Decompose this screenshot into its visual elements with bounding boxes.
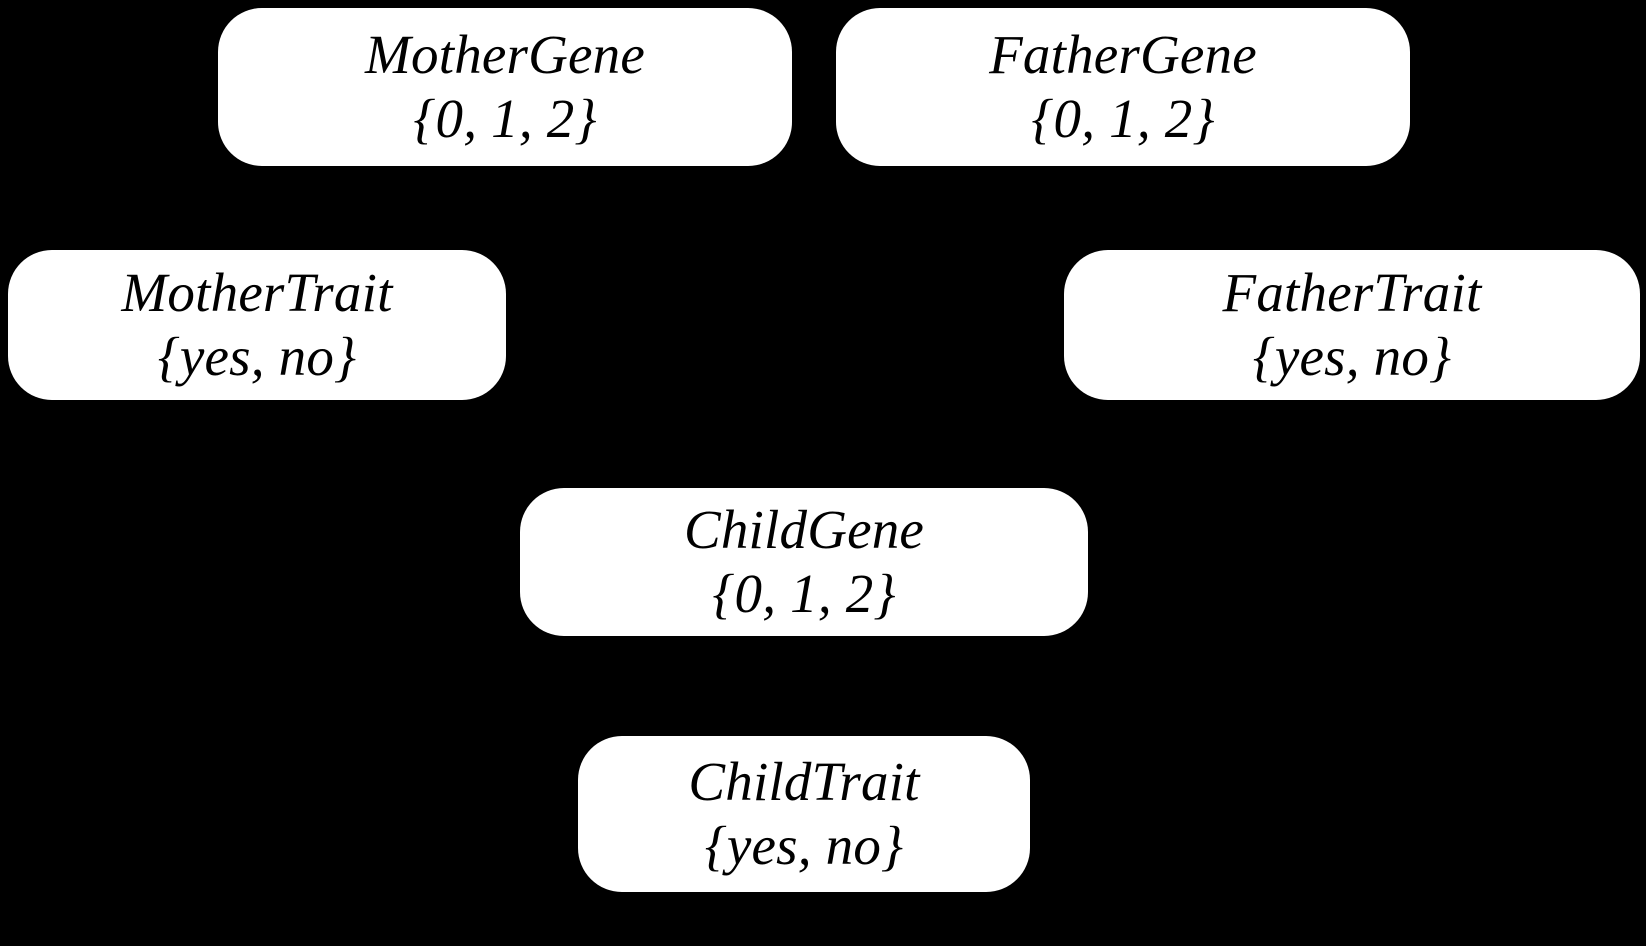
node-mother-gene[interactable]: MotherGene {0, 1, 2} [218, 8, 792, 166]
node-child-gene[interactable]: ChildGene {0, 1, 2} [520, 488, 1088, 636]
node-child-trait-domain: {yes, no} [704, 815, 904, 876]
node-child-trait-label: ChildTrait [688, 751, 920, 813]
node-mother-gene-label: MotherGene [365, 24, 645, 86]
node-father-trait[interactable]: FatherTrait {yes, no} [1064, 250, 1640, 400]
node-child-trait[interactable]: ChildTrait {yes, no} [578, 736, 1030, 892]
node-mother-trait-label: MotherTrait [121, 262, 393, 324]
node-father-gene-domain: {0, 1, 2} [1031, 88, 1215, 149]
node-father-trait-label: FatherTrait [1222, 262, 1482, 324]
node-child-gene-domain: {0, 1, 2} [712, 563, 896, 624]
node-child-gene-label: ChildGene [683, 499, 925, 561]
node-mother-trait-domain: {yes, no} [157, 326, 357, 387]
node-father-gene[interactable]: FatherGene {0, 1, 2} [836, 8, 1410, 166]
node-mother-gene-domain: {0, 1, 2} [413, 88, 597, 149]
node-father-gene-label: FatherGene [989, 24, 1257, 86]
node-father-trait-domain: {yes, no} [1252, 326, 1452, 387]
node-mother-trait[interactable]: MotherTrait {yes, no} [8, 250, 506, 400]
